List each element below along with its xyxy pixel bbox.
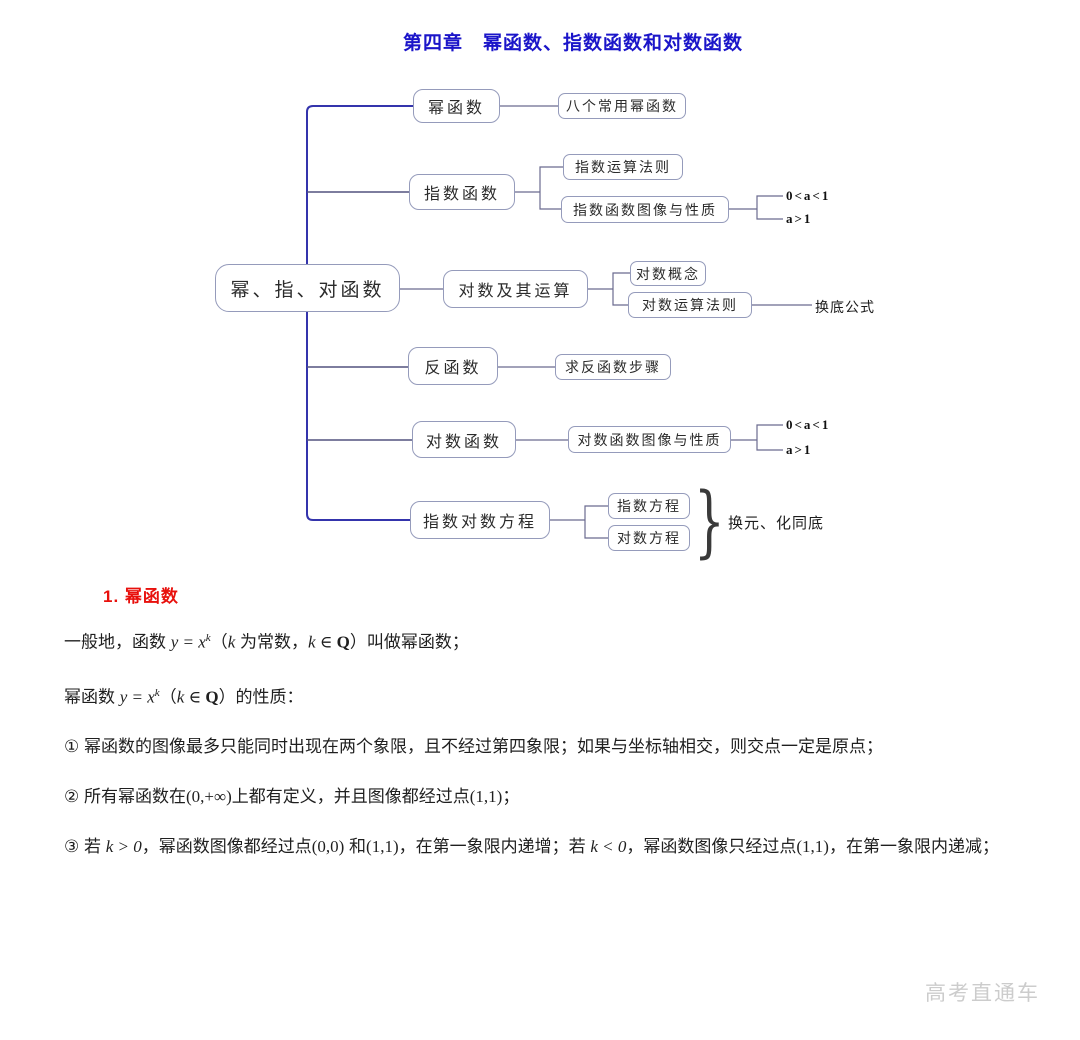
mindmap-node-power-common: 八个常用幂函数 [558, 93, 686, 119]
equation-method-label: 换元、化同底 [728, 516, 825, 532]
text-run: 上都有定义，并且图像都经过点 [231, 787, 470, 807]
math-run: k < 0 [590, 837, 627, 857]
math-run: y = x [119, 687, 155, 707]
mindmap-node-log-function: 对数函数 [412, 421, 516, 458]
paragraph-properties-intro: 幂函数 y = xk（k ∈ Q）的性质： [64, 668, 1016, 723]
mindmap-node-inverse-steps: 求反函数步骤 [555, 354, 671, 380]
text-run: ，幂函数图像都经过点 [141, 837, 312, 857]
math-run: k [307, 632, 316, 652]
text-run: ，幂函数图像只经过点 [626, 837, 797, 857]
mindmap-node-exp-equation: 指数方程 [608, 493, 690, 519]
math-superscript: k [205, 632, 211, 644]
math-run: k [227, 632, 236, 652]
mindmap-connector-lines [306, 105, 812, 539]
mindmap-node-logfn-graph: 对数函数图像与性质 [568, 426, 731, 453]
math-run: (0,+∞) [185, 787, 232, 807]
text-run: ，在第一象限内递增；若 [398, 837, 591, 857]
text-run: ② 所有幂函数在 [64, 787, 186, 807]
math-run: ∈ [184, 687, 206, 707]
list-item-3: ③ 若 k > 0，幂函数图像都经过点(0,0) 和(1,1)，在第一象限内递增… [64, 822, 1016, 872]
math-run: k > 0 [105, 837, 142, 857]
logfn-case-small-label: 0<a<1 [786, 417, 831, 432]
text-run: ③ 若 [64, 837, 106, 857]
text-run: （ [159, 687, 177, 707]
mindmap-node-log-concept: 对数概念 [630, 261, 706, 286]
text-run: 和 [344, 837, 367, 857]
mindmap-node-power: 幂函数 [413, 89, 500, 123]
mindmap-node-exp-rule: 指数运算法则 [563, 154, 683, 180]
math-run: (1,1) [366, 837, 399, 857]
section-heading: 1. 幂函数 [103, 587, 179, 606]
exp-case-big-label: a>1 [786, 211, 813, 226]
list-item-1: ① 幂函数的图像最多只能同时出现在两个象限，且不经过第四象限；如果与坐标轴相交，… [64, 722, 1016, 772]
math-run: ∈ [315, 632, 337, 652]
page-title: 第四章 幂函数、指数函数和对数函数 [402, 33, 743, 54]
equation-brace: } [694, 477, 725, 567]
logfn-case-big-label: a>1 [786, 442, 813, 457]
mindmap-node-inverse: 反函数 [408, 347, 498, 385]
math-run: Q [336, 632, 350, 652]
text-run: ； [502, 787, 520, 807]
mindmap-node-exponential: 指数函数 [409, 174, 515, 210]
text-run: 为常数， [235, 632, 308, 652]
text-run: ，在第一象限内递减； [828, 837, 999, 857]
change-base-label: 换底公式 [815, 301, 875, 316]
math-run: k [176, 687, 185, 707]
math-run: (1,1) [469, 787, 503, 807]
watermark: 高考直通车 [925, 982, 1040, 1005]
math-superscript: k [154, 686, 160, 699]
mindmap-node-log-rule: 对数运算法则 [628, 292, 752, 318]
section-body: 一般地，函数 y = xk（k 为常数，k ∈ Q）叫做幂函数； 幂函数 y =… [64, 613, 1016, 872]
mindmap-node-exp-graph: 指数函数图像与性质 [561, 196, 729, 223]
mindmap-node-log-equation: 对数方程 [608, 525, 690, 551]
math-run: (1,1) [796, 837, 829, 857]
list-item-2: ② 所有幂函数在(0,+∞)上都有定义，并且图像都经过点(1,1)； [64, 772, 1016, 822]
math-run: (0,0) [311, 837, 345, 857]
text-run: 一般地，函数 [64, 632, 171, 652]
text-run: ① 幂函数的图像最多只能同时出现在两个象限，且不经过第四象限；如果与坐标轴相交，… [64, 737, 883, 757]
paragraph-definition: 一般地，函数 y = xk（k 为常数，k ∈ Q）叫做幂函数； [64, 613, 1016, 668]
text-run: 幂函数 [64, 687, 120, 707]
mindmap-node-equation: 指数对数方程 [410, 501, 550, 539]
mindmap-node-log-operation: 对数及其运算 [443, 270, 588, 308]
mindmap-node-root: 幂、指、对函数 [215, 264, 400, 312]
math-run: Q [205, 687, 219, 707]
text-run: ）的性质： [218, 687, 304, 707]
text-run: ）叫做幂函数； [349, 632, 469, 652]
exp-case-small-label: 0<a<1 [786, 188, 831, 203]
math-run: y = x [170, 632, 206, 652]
text-run: （ [210, 632, 228, 652]
